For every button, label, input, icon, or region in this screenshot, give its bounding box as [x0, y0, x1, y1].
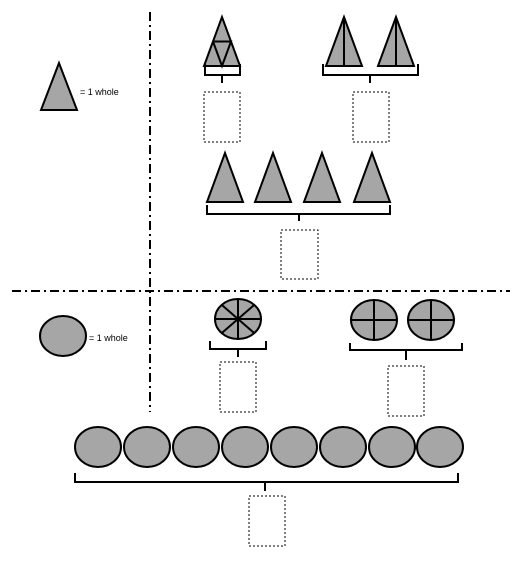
triangle-wholes-figure [205, 150, 392, 203]
triangle-fourths-figure [202, 14, 242, 69]
answer-box-circle-wholes[interactable] [248, 495, 286, 547]
legend-triangle-label: = 1 whole [80, 87, 119, 97]
circle-eighths-figure [214, 298, 262, 340]
circle-fourths-figure [350, 299, 455, 341]
answer-box-circle-fourths[interactable] [387, 365, 425, 417]
triangle-halves-figure [324, 14, 416, 67]
bracket-circle-eighths [209, 341, 267, 357]
bracket-circle-wholes [74, 473, 459, 491]
answer-box-triangle-halves[interactable] [352, 91, 390, 143]
circle-wholes-figure [74, 426, 464, 468]
answer-box-circle-eighths[interactable] [219, 361, 257, 413]
bracket-circle-fourths [349, 343, 463, 360]
bracket-triangle-wholes [206, 205, 391, 221]
legend-triangle-icon [39, 60, 79, 111]
legend-circle-icon [39, 315, 87, 357]
legend-circle-label: = 1 whole [89, 333, 128, 343]
bracket-triangle-halves [322, 64, 419, 83]
answer-box-triangle-fourths[interactable] [203, 91, 241, 143]
answer-box-triangle-wholes[interactable] [280, 229, 319, 280]
bracket-triangle-fourths [204, 64, 241, 83]
